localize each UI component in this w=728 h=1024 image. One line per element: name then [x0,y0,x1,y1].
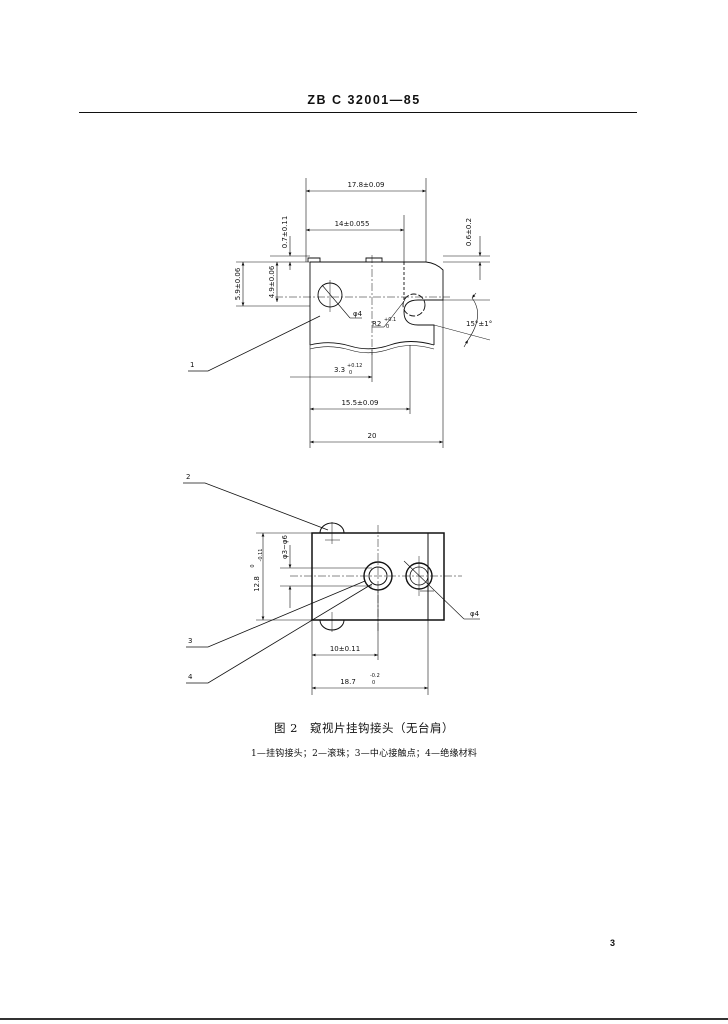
leader-label: 4 [188,673,193,681]
top-view-outline [309,261,444,345]
dimension-label: 17.8±0.09 [347,181,384,189]
leader-line-1 [188,315,321,372]
dimension-label: 14±0.055 [335,220,370,228]
dimension-label: φ4 [470,610,480,618]
tolerance-label: +0.1 [384,317,396,323]
dimension-label: φ3~φ6 [281,534,289,559]
standard-code: ZB C 32001—85 [307,93,421,107]
bottom-rule [0,1018,728,1020]
header-rule [79,112,637,113]
dimension-label: 4.9±0.06 [268,265,276,298]
dimension-label: 12.8 [253,576,261,592]
break-line [309,341,435,350]
tolerance-label: 0 [250,564,256,567]
top-view [188,178,491,448]
dimension-label: 10±0.11 [330,645,360,653]
leader-line [321,284,351,319]
tolerance-label: 0 [386,324,389,330]
tolerance-label: -0.2 [370,673,380,679]
angle-arc [467,297,478,341]
dimension-label: 18.7 [340,678,356,686]
tolerance-label: 0 [349,370,352,376]
dimension-label: 5.9±0.06 [234,267,242,300]
figure-caption: 图 2 窥视片挂钩接头（无台肩） [274,721,454,735]
dimension-label: 15.5±0.09 [341,399,378,407]
dimension-label: 15°±1° [466,320,492,328]
leader-line [383,299,406,328]
tolerance-label: -0.11 [258,549,264,562]
leader-label: 1 [190,361,194,369]
hook-circle [402,293,426,317]
tolerance-label: +0.12 [347,363,362,369]
leader-line-3 [186,580,366,648]
dimension-label: 20 [368,432,377,440]
break-line [309,345,435,354]
leader-line [403,560,465,620]
page-number: 3 [610,938,616,948]
leader-line-2 [183,482,329,531]
tolerance-label: 0 [372,680,375,686]
dimension-label: 0.7±0.11 [281,216,289,249]
dimension-label: 3.3 [334,366,345,374]
bottom-view [183,482,480,695]
dimension-label: 0.6±0.2 [465,218,473,246]
top-view-bump [307,257,321,262]
leader-label: 2 [186,473,190,481]
top-view-bump [365,257,383,262]
leader-label: 3 [188,637,192,645]
figure-legend: 1—挂钩接头；2—滚珠；3—中心接触点；4—绝缘材料 [250,749,478,759]
dimension-label: R2 [372,320,381,328]
leader-line-4 [186,583,373,684]
dimension-label: φ4 [353,310,363,318]
